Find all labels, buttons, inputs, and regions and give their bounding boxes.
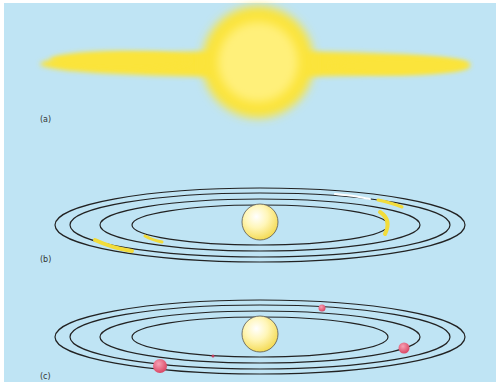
panel-label: (a) — [40, 116, 51, 124]
panel-label: (c) — [40, 373, 51, 381]
background — [4, 3, 496, 382]
planets — [153, 305, 410, 374]
solar-nebula — [40, 6, 470, 118]
sun — [242, 316, 278, 352]
panel-label: (b) — [40, 256, 51, 264]
sun — [242, 204, 278, 240]
dust-arcs — [95, 194, 402, 251]
orbit-rings — [55, 300, 465, 374]
orbit-rings — [55, 188, 465, 262]
